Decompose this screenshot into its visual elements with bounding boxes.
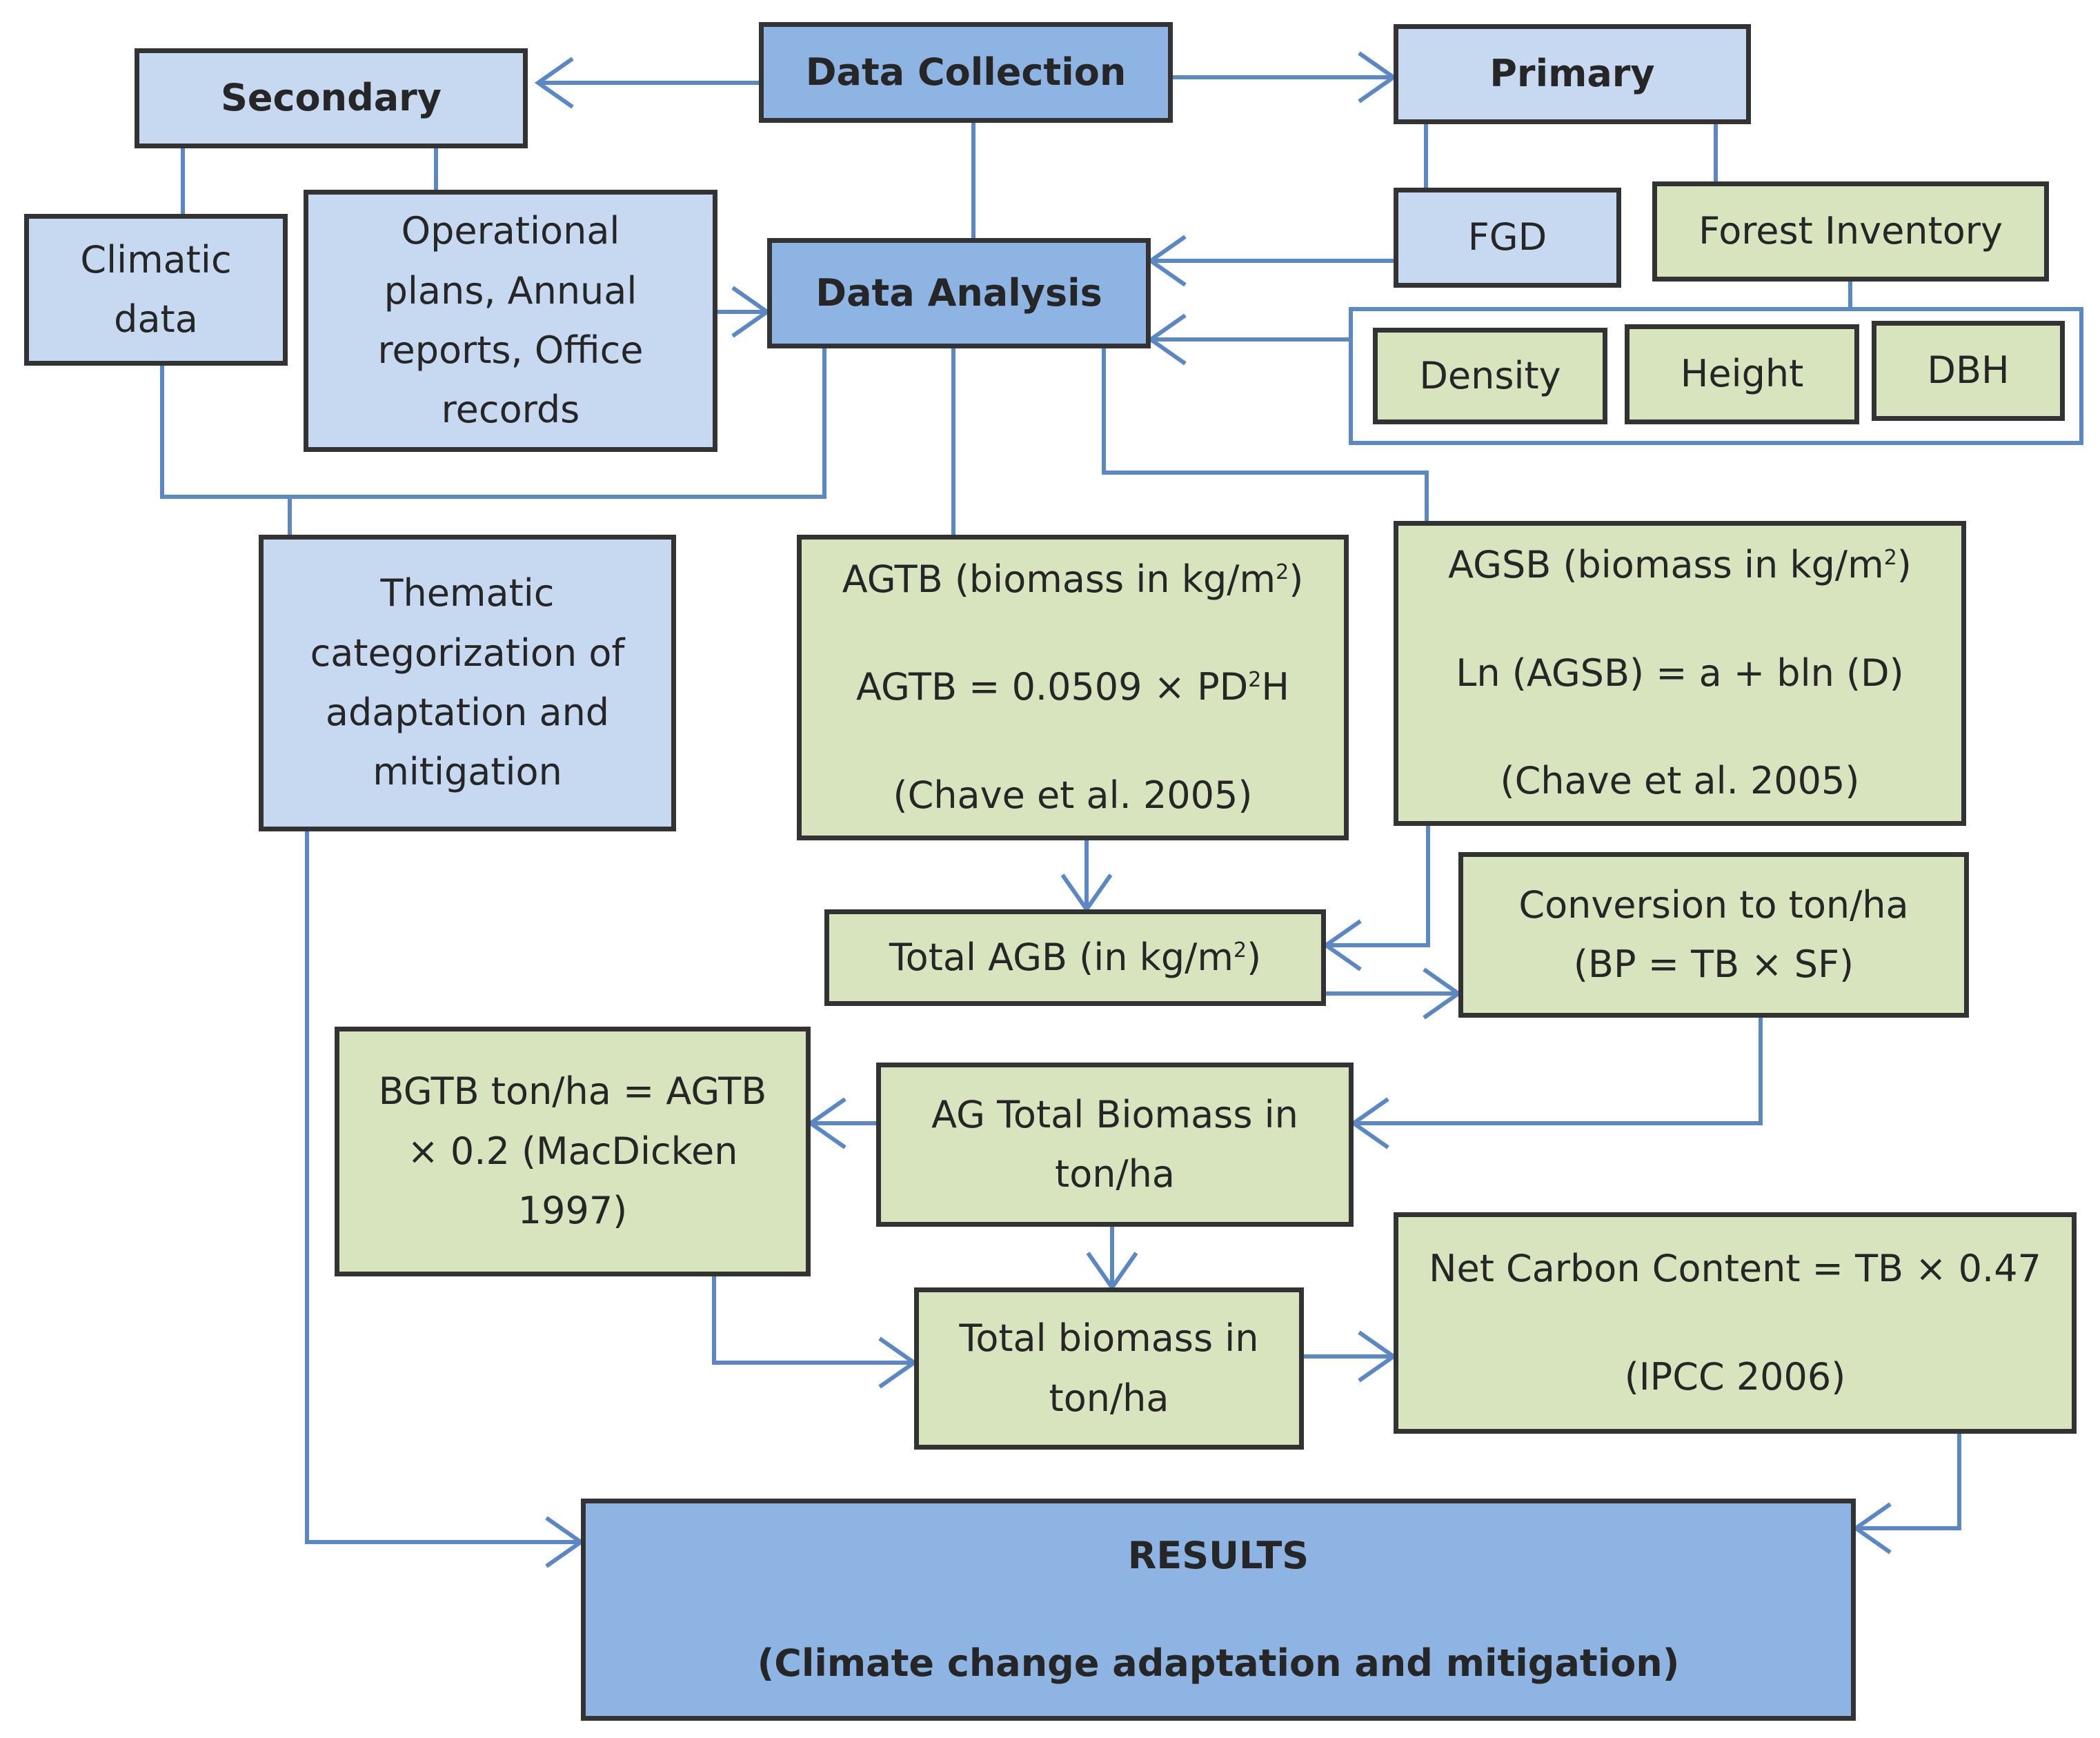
operational-plans-line-3: reports, Office [377, 328, 644, 372]
total-agb-label: Total AGB (in kg/m2) [889, 935, 1262, 979]
total-biomass-line-1: Total biomass in [959, 1316, 1259, 1361]
arrowhead-secondary [534, 57, 574, 109]
secondary-box: Secondary [135, 48, 528, 148]
agtb-reference: (Chave et al. 2005) [893, 773, 1253, 817]
thematic-categorization-box: Thematic categorization of adaptation an… [259, 535, 676, 831]
forest-inventory-label: Forest Inventory [1698, 209, 2003, 253]
density-label: Density [1419, 353, 1561, 397]
thematic-line-1: Thematic [380, 571, 555, 615]
net-carbon-reference: (IPCC 2006) [1624, 1354, 1846, 1399]
arrowhead-ag-total [1349, 1097, 1389, 1149]
conversion-line-1: Conversion to ton/ha [1518, 882, 1909, 927]
thematic-line-3: adaptation and [325, 691, 610, 734]
total-agb-box: Total AGB (in kg/m2) [824, 909, 1326, 1006]
total-biomass-line-2: ton/ha [1049, 1376, 1169, 1420]
bgtb-line-2: × 0.2 (MacDicken [407, 1129, 738, 1173]
agsb-box: AGSB (biomass in kg/m2) Ln (AGSB) = a + … [1394, 521, 1966, 826]
results-subtitle: (Climate change adaptation and mitigatio… [757, 1641, 1680, 1685]
arrowhead-results-right [1852, 1502, 1892, 1554]
connector-conversion-to-ag-total [1354, 1018, 1763, 1125]
arrowhead-bgtb [806, 1097, 846, 1149]
ag-total-biomass-box: AG Total Biomass in ton/ha [876, 1063, 1354, 1227]
connector-agsb-to-total-agb [1326, 826, 1430, 947]
agtb-equation: AGTB = 0.0509 × PD2H [856, 665, 1289, 709]
connector-analysis-to-agsb [1102, 348, 1429, 521]
arrowhead-analysis-measurements [1147, 313, 1187, 366]
forest-inventory-box: Forest Inventory [1652, 181, 2049, 282]
bgtb-line-3: 1997) [517, 1189, 628, 1233]
operational-plans-box: Operational plans, Annual reports, Offic… [304, 190, 717, 452]
climatic-data-line-2: data [114, 297, 198, 341]
arrowhead-total-agb-right [1322, 919, 1362, 971]
data-analysis-label: Data Analysis [815, 270, 1102, 315]
ag-total-line-1: AG Total Biomass in [931, 1092, 1298, 1136]
operational-plans-line-2: plans, Annual [384, 268, 637, 313]
operational-plans-line-4: records [441, 388, 580, 432]
agtb-title: AGTB (biomass in kg/m2) [842, 557, 1304, 601]
thematic-line-2: categorization of [310, 631, 625, 675]
data-collection-box: Data Collection [759, 22, 1173, 123]
height-label: Height [1680, 352, 1804, 396]
data-analysis-box: Data Analysis [767, 238, 1151, 348]
thematic-line-4: mitigation [373, 750, 562, 794]
results-box: RESULTS (Climate change adaptation and m… [581, 1499, 1856, 1721]
climatic-data-box: Climatic data [24, 214, 288, 366]
agsb-title: AGSB (biomass in kg/m2) [1448, 543, 1912, 587]
conversion-box: Conversion to ton/ha (BP = TB × SF) [1458, 852, 1969, 1018]
agtb-box: AGTB (biomass in kg/m2) AGTB = 0.0509 × … [797, 535, 1349, 840]
connector-thematic-to-results [305, 831, 581, 1544]
total-biomass-box: Total biomass in ton/ha [914, 1287, 1304, 1450]
dbh-box: DBH [1872, 321, 2065, 421]
results-title: RESULTS [1127, 1533, 1309, 1577]
agsb-equation: Ln (AGSB) = a + bln (D) [1456, 651, 1904, 695]
net-carbon-equation: Net Carbon Content = TB × 0.47 [1429, 1247, 2041, 1291]
agsb-reference: (Chave et al. 2005) [1500, 759, 1860, 803]
fgd-label: FGD [1467, 215, 1547, 259]
density-box: Density [1373, 328, 1607, 424]
dbh-label: DBH [1927, 348, 2010, 393]
bgtb-box: BGTB ton/ha = AGTB × 0.2 (MacDicken 1997… [335, 1027, 811, 1276]
secondary-label: Secondary [221, 76, 442, 120]
measurements-frame [1349, 307, 2083, 445]
connector-bgtb-to-total-biomass [712, 1276, 914, 1365]
operational-plans-line-1: Operational [401, 209, 620, 253]
fgd-box: FGD [1394, 188, 1621, 288]
data-collection-label: Data Collection [805, 50, 1127, 94]
arrowhead-analysis-fgd [1147, 235, 1187, 287]
conversion-line-2: (BP = TB × SF) [1573, 942, 1854, 986]
ag-total-line-2: ton/ha [1055, 1152, 1175, 1196]
primary-box: Primary [1394, 24, 1751, 124]
height-box: Height [1625, 324, 1859, 424]
bgtb-line-1: BGTB ton/ha = AGTB [378, 1069, 767, 1114]
primary-label: Primary [1489, 52, 1655, 96]
climatic-data-line-1: Climatic [80, 237, 232, 282]
connector-net-carbon-to-results [1856, 1434, 1961, 1530]
net-carbon-box: Net Carbon Content = TB × 0.47 (IPCC 200… [1394, 1212, 2077, 1434]
connector-climatic-merge [160, 348, 826, 499]
